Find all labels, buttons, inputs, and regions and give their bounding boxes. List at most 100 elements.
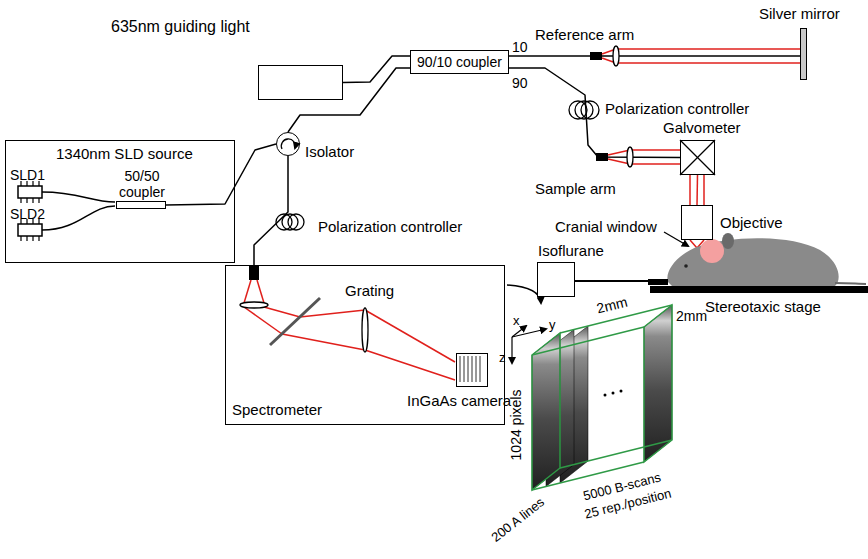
fiber (42, 192, 115, 230)
optical-fiber (254, 156, 288, 265)
sld-pins (32, 198, 33, 203)
part-label: Polarization controller (318, 218, 462, 236)
lens (613, 46, 619, 66)
galvo-mirrors (680, 140, 715, 175)
lens (240, 302, 268, 308)
light-source-box: 635nm guiding light (258, 65, 343, 100)
volume-frame (644, 305, 672, 462)
galvo-mirrors (680, 140, 715, 175)
sld-pins (26, 198, 27, 203)
part-label: Cranial window (555, 218, 657, 236)
part-label: SLD1 (10, 166, 45, 184)
data-arrow (507, 285, 541, 303)
sld-symbol (18, 186, 42, 198)
fiber (42, 192, 115, 202)
coupler-box: 90/10 coupler (410, 50, 509, 74)
polarization-loops (288, 214, 304, 230)
ellipsis-dots (604, 394, 607, 397)
laser-beam (616, 62, 800, 64)
sld-pins (26, 236, 27, 241)
sld-pins (38, 236, 39, 241)
part-label: 2mm (676, 307, 707, 325)
laser-beam (630, 149, 680, 151)
mouse (667, 238, 838, 286)
node-label: Objective (720, 214, 783, 232)
node-label: Spectrometer (232, 401, 322, 419)
optical-fiber (343, 56, 410, 83)
galvo-box: Galvometer (680, 140, 715, 175)
part-label: x (513, 312, 520, 330)
laser-beam (690, 240, 697, 248)
optical-fiber (509, 55, 800, 57)
camera-pixels (460, 356, 480, 382)
axes (512, 326, 546, 363)
volume-frame (532, 305, 672, 490)
node-label: 1340nm SLD source (56, 145, 193, 163)
lens (627, 147, 633, 167)
collimator (249, 52, 608, 280)
part-label: 200 A lines (488, 494, 549, 547)
stereotaxic-stage (648, 279, 668, 285)
part-label: 1024 pixels (507, 390, 525, 461)
coupler-box: 50/50 coupler (116, 201, 166, 209)
part-label: Polarization controller (605, 100, 749, 118)
polarization-loops (276, 101, 599, 230)
part-label: Grating (345, 282, 394, 300)
grating (270, 298, 320, 345)
mouse (700, 239, 724, 263)
objective-box: Objective (681, 205, 713, 240)
collimator (249, 266, 259, 280)
part-label: Sample arm (535, 180, 616, 198)
mouse (684, 264, 688, 268)
isolator-circle: Isolator (276, 132, 300, 156)
b-scan-stack (532, 305, 672, 490)
laser-beam (616, 48, 800, 50)
axes (512, 329, 546, 337)
source-box: 1340nm SLD source 50/50 coupler (5, 140, 235, 263)
volume-frame (532, 327, 644, 355)
camera-pixels (480, 356, 481, 382)
laser-beam (282, 334, 365, 350)
isoflurane-box: Isoflurane (537, 262, 575, 297)
polarization-loops (581, 101, 599, 119)
node-label: Silver mirror (759, 5, 840, 23)
camera-pixels (468, 356, 469, 382)
node-label: InGaAs camera (407, 392, 511, 410)
lens (362, 308, 368, 352)
lens (240, 46, 633, 352)
stereotaxic-stage (650, 286, 868, 293)
node-label: Galvometer (663, 119, 741, 137)
laser-beam (244, 49, 800, 380)
fiber (42, 206, 115, 230)
isolator-arrow (281, 139, 295, 149)
laser-beam (365, 350, 455, 380)
mirror: Silver mirror (800, 28, 807, 80)
grating (270, 298, 320, 345)
sld-pins (20, 236, 21, 241)
volume-frame (560, 440, 672, 468)
isoflurane-tube (575, 280, 650, 282)
mouse (722, 233, 734, 249)
collimator (590, 52, 602, 60)
laser-beam (703, 175, 705, 205)
part-label: 2mm (595, 293, 630, 318)
ellipsis-dots (620, 390, 623, 393)
node-label: Isoflurane (538, 242, 604, 260)
part-label: SLD2 (10, 205, 45, 223)
part-label: Reference arm (535, 26, 634, 44)
node-label: 635nm guiding light (111, 18, 250, 36)
camera-pixels (464, 356, 465, 382)
laser-beam (630, 163, 680, 165)
sld-pins (20, 198, 21, 203)
isolator-arrow (281, 139, 295, 149)
axes (511, 337, 512, 363)
mouse (667, 233, 866, 286)
part-label: y (549, 316, 556, 334)
camera-pixels (472, 356, 473, 382)
laser-beam (257, 280, 264, 303)
part-label: z (499, 349, 506, 367)
laser-beam (689, 175, 691, 205)
laser-beam (244, 280, 251, 303)
camera-pixels (476, 356, 477, 382)
